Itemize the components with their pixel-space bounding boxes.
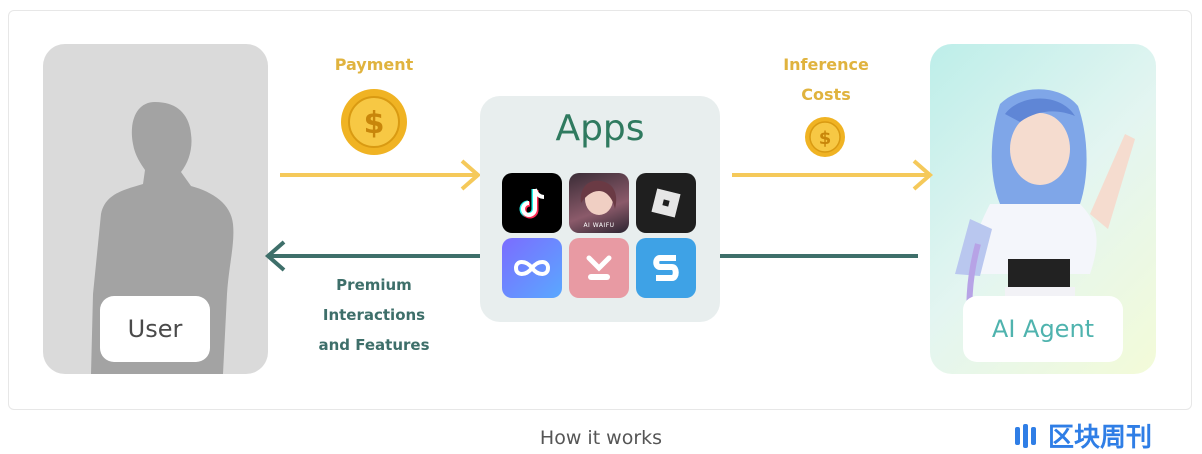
infinity-icon: [502, 238, 562, 298]
svg-text:$: $: [364, 106, 385, 141]
watermark-text: 区块周刊: [1048, 423, 1153, 453]
premium-return-arrow: [264, 240, 918, 272]
premium-interactions-label: Premium Interactions and Features: [318, 276, 430, 354]
tiktok-icon: [502, 173, 562, 233]
payment-coin-icon: $: [341, 89, 407, 155]
watermark-logo: 区块周刊: [1012, 417, 1152, 454]
watermark-icon: [1015, 423, 1036, 448]
kiss-icon: [569, 238, 629, 298]
payment-label: Payment: [334, 55, 414, 74]
inference-costs-label: Inference Costs: [783, 55, 869, 104]
inference-arrow: [732, 159, 934, 191]
apps-title: Apps: [555, 108, 645, 149]
ai-waifu-icon: AI WAIFU: [569, 173, 629, 233]
apps-panel: Apps AI WAIFU: [480, 96, 720, 322]
user-label: User: [100, 296, 210, 362]
s-app-icon: [636, 238, 696, 298]
inference-coin-icon: $: [805, 117, 845, 157]
ai-agent-label: AI Agent: [963, 296, 1123, 362]
svg-text:$: $: [819, 128, 832, 149]
payment-arrow: [280, 159, 482, 191]
roblox-icon: [636, 173, 696, 233]
figure-caption: How it works: [539, 427, 663, 449]
